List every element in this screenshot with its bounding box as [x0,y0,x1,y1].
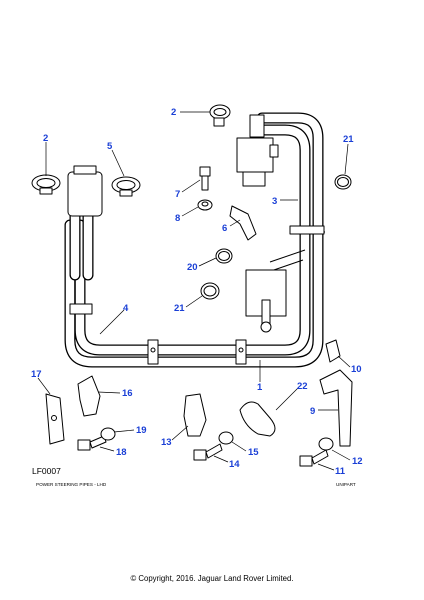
callout-2: 2 [171,107,176,118]
bolt [77,435,107,451]
callout-20: 20 [187,262,198,273]
o-ring-inner [337,177,349,187]
clip [183,393,207,437]
reservoir [67,165,103,217]
callout-21: 21 [343,134,354,145]
callout-16: 16 [122,388,133,399]
hose-clip [209,104,231,127]
callout-21: 21 [174,303,185,314]
washer-hole [201,201,209,207]
nut [218,431,234,445]
callout-15: 15 [248,447,259,458]
leader-lines [37,111,351,471]
pipe-assembly [64,112,325,368]
nut [318,437,334,451]
drawing-ref: LF0007 [32,466,61,476]
bolt [199,166,211,191]
callout-22: 22 [297,381,308,392]
callout-12: 12 [352,456,363,467]
bolt [299,449,329,467]
callout-7: 7 [175,189,180,200]
callout-8: 8 [175,213,180,224]
clip [239,401,276,437]
callout-9: 9 [310,406,315,417]
caption-right: UNIPART [336,482,356,487]
callout-3: 3 [272,196,277,207]
copyright: © Copyright, 2016. Jaguar Land Rover Lim… [130,574,293,583]
callout-14: 14 [229,459,240,470]
callout-11: 11 [335,466,346,477]
callout-6: 6 [222,223,227,234]
callout-19: 19 [136,425,147,436]
callout-5: 5 [107,141,113,152]
callout-18: 18 [116,447,127,458]
callout-4: 4 [123,303,129,314]
pump-body [236,137,287,333]
callout-17: 17 [31,369,42,380]
callout-13: 13 [161,437,172,448]
callout-10: 10 [351,364,362,375]
o-ring-inner [203,285,217,297]
hose-clip [111,176,141,197]
caption-left: POWER STEERING PIPES - LHD [36,482,107,487]
bracket [229,205,257,241]
bolt [193,443,223,461]
o-ring-inner [218,251,230,261]
clip [325,339,341,363]
callout-2: 2 [43,133,48,144]
bracket [319,369,353,447]
callout-1: 1 [257,382,263,393]
nut [100,427,116,441]
hose-clip [31,174,61,195]
clip [77,375,101,417]
bracket-hole [51,415,57,421]
